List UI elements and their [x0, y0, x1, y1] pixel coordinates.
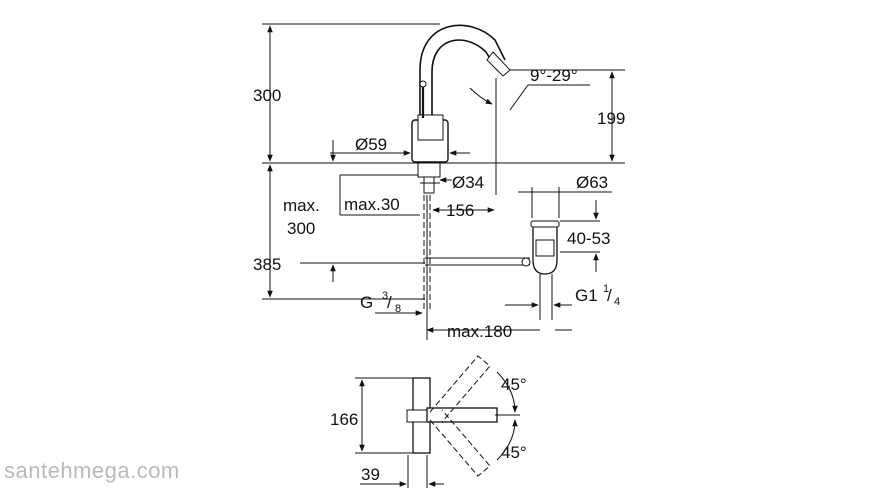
watermark: santehmega.com — [4, 458, 180, 483]
label-spout-angle: 9°-29° — [530, 66, 578, 85]
label-reach: 156 — [446, 201, 474, 220]
label-g114: G1 1 / 4 — [575, 283, 620, 308]
label-g38-num: 3 — [382, 290, 388, 302]
label-max-30: max.30 — [344, 195, 400, 214]
label-g114-main: G1 — [575, 286, 598, 305]
plan-view — [355, 355, 520, 488]
label-width-166: 166 — [330, 410, 358, 429]
label-angle-bottom: 45° — [501, 443, 527, 462]
label-max-180: max.180 — [447, 322, 512, 341]
label-max-word: max. — [283, 196, 320, 215]
label-g38-main: G — [360, 293, 373, 312]
label-g114-num: 1 — [603, 283, 609, 295]
label-waste-height: 40-53 — [567, 229, 610, 248]
label-g114-den: 4 — [614, 296, 620, 308]
side-elevation-view — [262, 23, 625, 340]
label-angle-top: 45° — [501, 375, 527, 394]
label-max-300: 300 — [287, 219, 315, 238]
label-height-total: 300 — [253, 86, 281, 105]
label-g114-slash: / — [607, 286, 612, 305]
label-depth-385: 385 — [253, 255, 281, 274]
label-spout-height: 199 — [597, 109, 625, 128]
label-base-diameter: Ø59 — [355, 135, 387, 154]
label-g38-den: 8 — [395, 303, 401, 315]
label-g38: G 3 / 8 — [360, 290, 401, 315]
label-shank-diameter: Ø34 — [452, 173, 484, 192]
label-waste-diameter: Ø63 — [576, 173, 608, 192]
label-g38-slash: / — [387, 293, 392, 312]
label-offset-39: 39 — [361, 465, 380, 484]
